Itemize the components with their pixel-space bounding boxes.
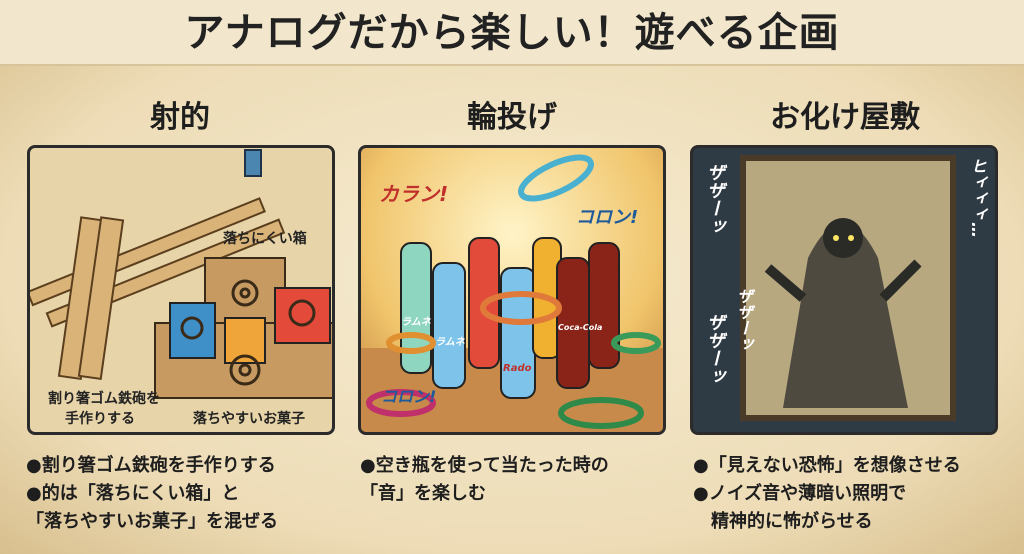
sfx-zaza-3: ザザーッ [734,288,753,352]
sfx-hiii: ヒィィィ… [968,158,987,238]
shooting-illustration: 落ちにくい箱 割り箸ゴム鉄砲を 手作りする 落ちやすいお菓子 [27,145,335,435]
bullet-item: 「落ちやすいお菓子」を混ぜる [26,511,278,532]
sfx-koron-1: コロン! [576,207,639,228]
label-snacks: 落ちやすいお菓子 [193,411,305,427]
bottle-label-rado: Rado [503,363,532,374]
label-gun-2: 手作りする [65,411,135,427]
heading-ring-toss: 輪投げ [467,100,557,135]
bullet-item: ●空き瓶を使って当たった時の [360,455,609,476]
heading-haunted-house: お化け屋敷 [770,100,920,135]
sfx-zaza-2: ザザーッ [704,313,725,385]
sfx-karan: カラン! [379,182,449,206]
bottle-label-ramune-1: ラムネ [401,317,431,328]
label-gun-1: 割り箸ゴム鉄砲を [48,391,160,407]
bottles-and-rings [361,154,663,432]
bullets-shooting: ●割り箸ゴム鉄砲を手作りする ●的は「落ちにくい箱」と 「落ちやすいお菓子」を混… [26,452,278,536]
page-title: アナログだから楽しい！遊べる企画 [0,0,1024,66]
heading-shooting: 射的 [150,100,210,135]
ring-toss-illustration: カラン! コロン! コロン! ラムネ ラムネ Rado Coca-Cola [358,145,666,435]
bullet-item: 「音」を楽しむ [360,483,486,504]
bottle-label-cola: Coca-Cola [558,323,603,332]
label-hard-box: 落ちにくい箱 [223,231,307,247]
bullet-item: 精神的に怖がらせる [711,511,873,532]
bullet-item: ●「見えない恐怖」を想像させる [693,455,961,476]
bullet-item: ●的は「落ちにくい箱」と [26,483,240,504]
sfx-zaza-1: ザザーッ [704,163,725,235]
bullets-ring-toss: ●空き瓶を使って当たった時の 「音」を楽しむ [360,452,609,508]
bottle-label-ramune-2: ラムネ [435,337,465,348]
bullet-item: ●割り箸ゴム鉄砲を手作りする [26,455,276,476]
ghost-behind-curtain [740,155,956,421]
sfx-koron-2: コロン! [381,387,437,406]
bullet-item: ●ノイズ音や薄暗い照明で [693,483,907,504]
rubber-band-gun-and-targets [30,149,332,399]
bullets-haunted-house: ●「見えない恐怖」を想像させる ●ノイズ音や薄暗い照明で 精神的に怖がらせる [693,452,961,536]
haunted-house-illustration: ザザーッ ヒィィィ… ザザーッ ザザーッ [690,145,998,435]
